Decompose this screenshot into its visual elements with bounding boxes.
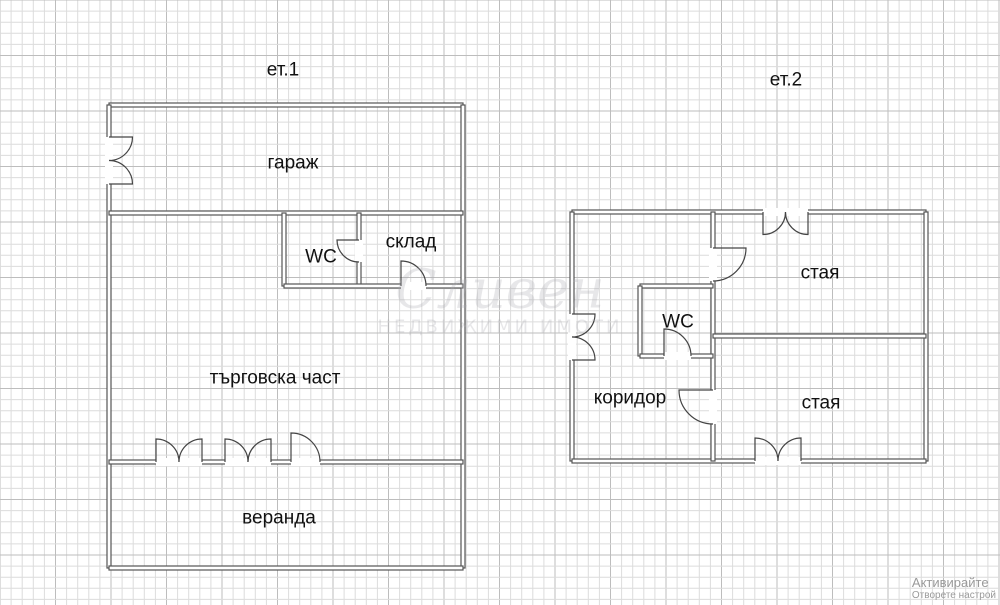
floor2-room-top: стая bbox=[800, 262, 840, 284]
floor1-wall-top bbox=[108, 102, 464, 108]
room-bottom-door-left bbox=[754, 437, 779, 462]
veranda-door-2-left bbox=[224, 438, 249, 463]
storage-door bbox=[400, 260, 427, 287]
floor2-room-corridor: коридор bbox=[593, 387, 667, 409]
room-top-door-left bbox=[762, 211, 787, 236]
floor2-wall-rooms bbox=[712, 333, 927, 339]
activation-line-2: Отворете настрой bbox=[911, 590, 996, 601]
floor1-wall-wc-bottom bbox=[283, 283, 464, 289]
floor1-room-storage: склад bbox=[385, 231, 437, 253]
room-top-door-right bbox=[784, 211, 809, 236]
corridor-entry-door-bottom bbox=[571, 336, 596, 361]
room-bottom-door-right bbox=[777, 437, 802, 462]
garage-door-double-top bbox=[108, 136, 134, 162]
floor2-room-wc: WC bbox=[662, 311, 694, 333]
veranda-door-2-right bbox=[247, 438, 272, 463]
doors-layer bbox=[105, 136, 809, 466]
veranda-door-1-left bbox=[155, 438, 180, 463]
floor2-title: ет.2 bbox=[769, 69, 803, 91]
floor2-room-bottom: стая bbox=[801, 392, 841, 414]
veranda-door-3 bbox=[290, 432, 321, 463]
floor1-wall-veranda bbox=[108, 459, 464, 465]
corridor-entry-door-top bbox=[571, 313, 596, 338]
floor2-wall-wc-left bbox=[637, 285, 643, 357]
floor1-room-shop: търговска част bbox=[209, 367, 341, 389]
floor2-wall-top bbox=[571, 209, 927, 215]
veranda-door-1-right bbox=[178, 438, 203, 463]
wc-door bbox=[336, 239, 360, 263]
floor1-wall-bottom bbox=[108, 565, 464, 571]
floor1-wall-wc-left bbox=[281, 212, 287, 287]
windows-activation-notice[interactable]: Активирайте Отворете настрой bbox=[912, 575, 996, 601]
floor1-room-veranda: веранда bbox=[242, 507, 316, 529]
floor1-room-wc: WC bbox=[305, 246, 337, 268]
corridor-door bbox=[678, 389, 714, 425]
floor2-wall-bottom bbox=[571, 458, 927, 464]
wc2-door bbox=[663, 328, 692, 357]
floor1-title: ет.1 bbox=[266, 59, 300, 81]
activation-line-1: Активирайте bbox=[911, 575, 989, 590]
room-top-side-door bbox=[712, 247, 747, 282]
floor1-room-garage: гараж bbox=[267, 152, 319, 174]
floor2-wall-wc-top bbox=[639, 283, 714, 289]
floor1-wall-right bbox=[460, 104, 466, 569]
garage-door-double-bottom bbox=[108, 159, 134, 185]
